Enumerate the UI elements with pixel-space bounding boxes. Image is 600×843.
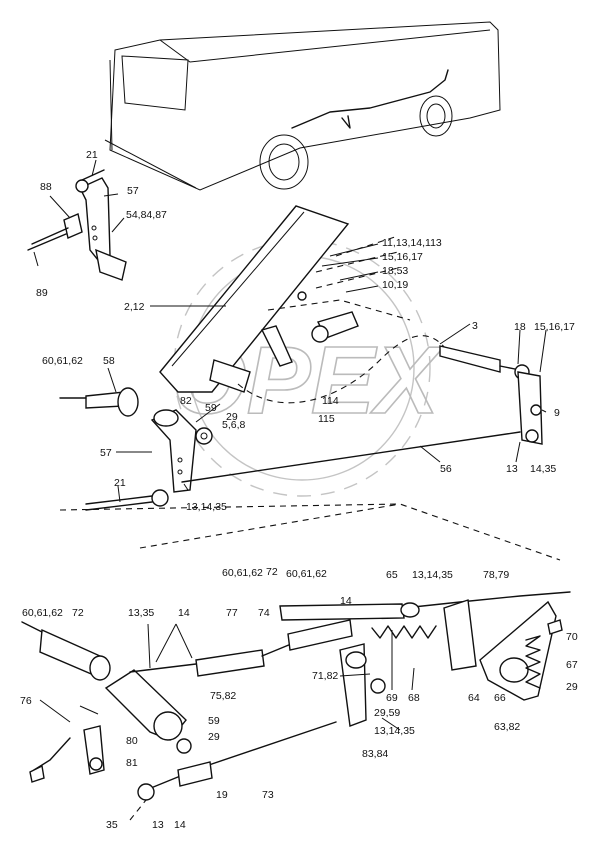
label-13-14-35c: 13,14,35 <box>374 725 415 737</box>
label-76: 76 <box>20 695 32 707</box>
label-72b: 72 <box>72 607 84 619</box>
label-80: 80 <box>126 735 138 747</box>
label-67: 67 <box>566 659 578 671</box>
label-15-16-17: 15,16,17 <box>382 251 423 263</box>
label-14c: 14 <box>174 819 186 831</box>
accelerator-pedal <box>159 205 359 393</box>
label-59: 59 <box>205 402 217 414</box>
label-13-14-35: 13,14,35 <box>186 501 227 513</box>
part-labels: 21 88 57 54,84,87 89 11,13,14,113 15,16,… <box>20 149 578 831</box>
label-88: 88 <box>40 181 52 193</box>
label-14b: 14 <box>340 595 352 607</box>
label-14-35: 14,35 <box>530 463 556 475</box>
label-69: 69 <box>386 692 398 704</box>
bus-outline <box>104 21 501 191</box>
label-29c: 29 <box>208 731 220 743</box>
label-13-14-35b: 13,14,35 <box>412 569 453 581</box>
label-115: 115 <box>318 413 335 425</box>
label-29-59: 29,59 <box>374 707 400 719</box>
label-2-12: 2,12 <box>124 301 145 313</box>
label-5-6-8: 5,6,8 <box>222 419 246 431</box>
label-14: 14 <box>178 607 190 619</box>
label-9: 9 <box>554 407 560 419</box>
label-21b: 21 <box>114 477 126 489</box>
label-60-61-62d: 60,61,62 <box>22 607 63 619</box>
label-57b: 57 <box>100 447 112 459</box>
lever-assembly-top-left <box>27 169 127 281</box>
label-60-61-62c: 60,61,62 <box>286 568 327 580</box>
label-68: 68 <box>408 692 420 704</box>
label-54-84-87: 54,84,87 <box>126 209 167 221</box>
label-78-79: 78,79 <box>483 569 509 581</box>
label-15-16-17b: 15,16,17 <box>534 321 575 333</box>
label-66: 66 <box>494 692 506 704</box>
label-74: 74 <box>258 607 270 619</box>
linkage-middle <box>59 345 543 511</box>
label-21: 21 <box>86 149 98 161</box>
label-70: 70 <box>566 631 578 643</box>
label-13: 13 <box>506 463 518 475</box>
label-29: 29 <box>226 411 238 423</box>
label-59b: 59 <box>208 715 220 727</box>
label-18: 18 <box>514 321 526 333</box>
label-81: 81 <box>126 757 138 769</box>
label-83-84: 83,84 <box>362 748 388 760</box>
label-13-35: 13,35 <box>128 607 154 619</box>
label-3: 3 <box>472 320 478 332</box>
leader-lines <box>33 159 547 731</box>
label-71-82: 71,82 <box>312 670 338 682</box>
label-19: 19 <box>216 789 228 801</box>
label-75-82: 75,82 <box>210 690 236 702</box>
label-63-82: 63,82 <box>494 721 520 733</box>
label-13b: 13 <box>152 819 164 831</box>
label-56: 56 <box>440 463 452 475</box>
label-60-61-62: 60,61,62 <box>42 355 83 367</box>
label-73: 73 <box>262 789 274 801</box>
label-35: 35 <box>106 819 118 831</box>
label-60-61-62b: 60,61,62 <box>222 567 263 579</box>
label-72: 72 <box>266 566 278 578</box>
label-18-53: 18,53 <box>382 265 408 277</box>
label-65: 65 <box>386 569 398 581</box>
label-64: 64 <box>468 692 480 704</box>
label-82: 82 <box>180 395 192 407</box>
label-29b: 29 <box>566 681 578 693</box>
label-114: 114 <box>322 395 339 407</box>
label-58: 58 <box>103 355 115 367</box>
label-57: 57 <box>127 185 139 197</box>
label-11-13-14-113: 11,13,14,113 <box>382 237 442 249</box>
linkage-bottom <box>21 591 571 821</box>
label-89: 89 <box>36 287 48 299</box>
label-10-19: 10,19 <box>382 279 408 291</box>
label-77: 77 <box>226 607 238 619</box>
